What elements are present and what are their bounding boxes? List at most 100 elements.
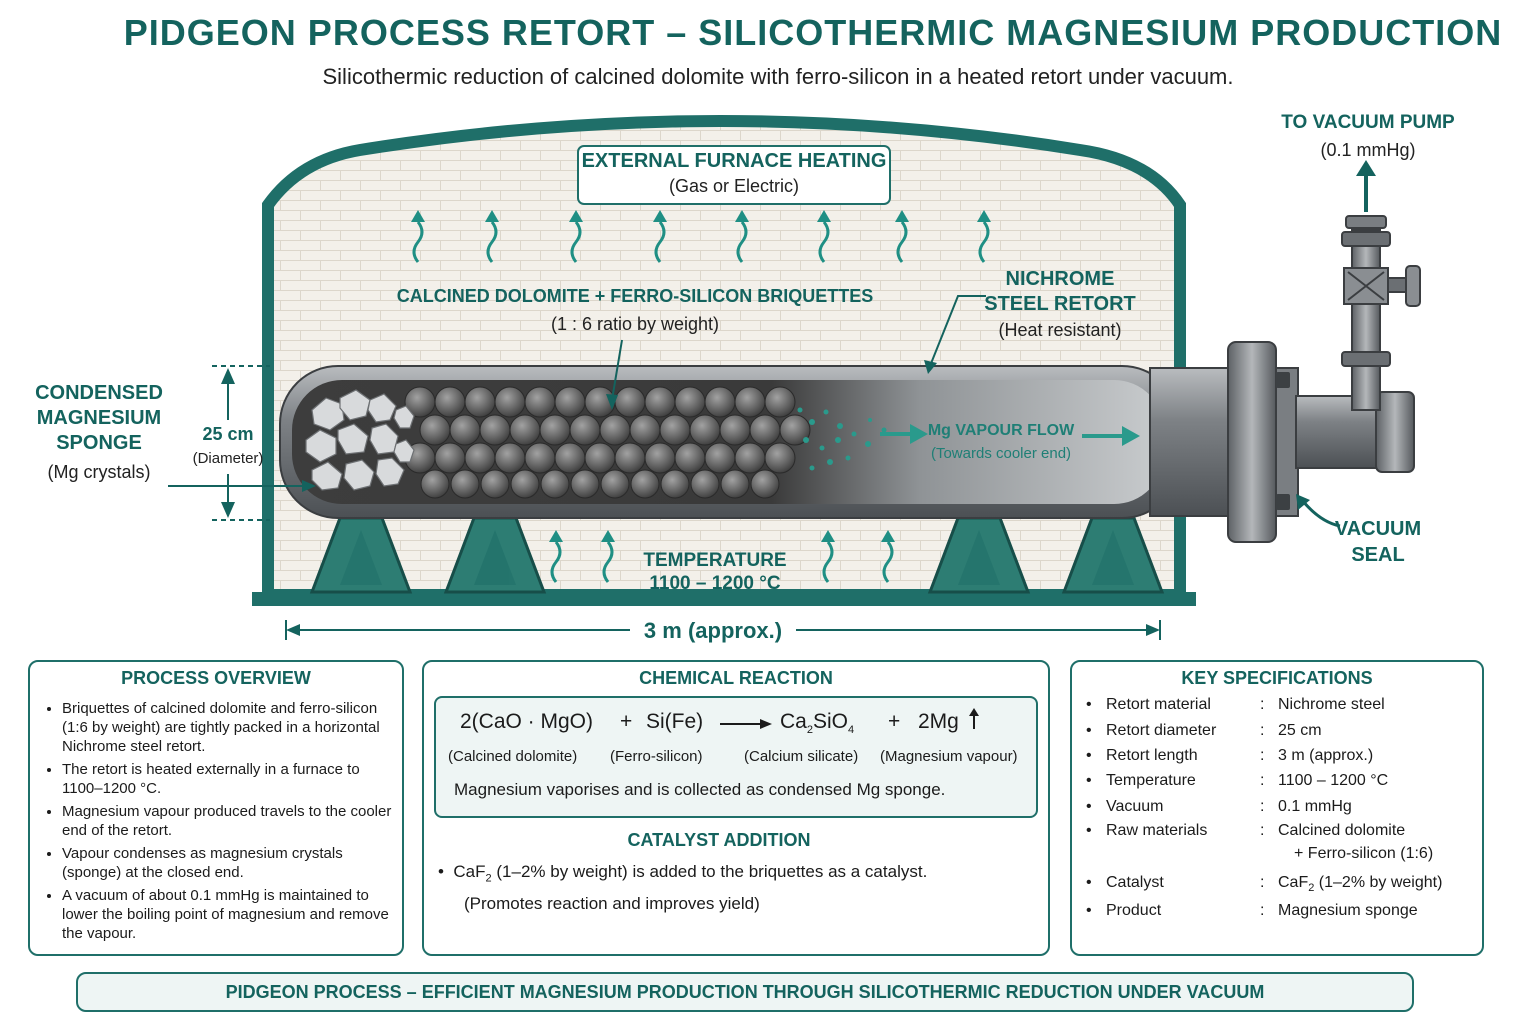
footer-text: PIDGEON PROCESS – EFFICIENT MAGNESIUM PR… <box>225 982 1265 1002</box>
overview-item: The retort is heated externally in a fur… <box>62 760 392 798</box>
seal-label-line2: SEAL <box>1351 544 1405 566</box>
spec-bullet: • <box>1086 874 1092 891</box>
reactant-1: 2(CaO · MgO) <box>460 710 594 733</box>
spec-colon: : <box>1260 772 1265 789</box>
spec-bullet: • <box>1086 696 1092 713</box>
label-calcium-silicate: (Calcium silicate) <box>744 748 859 765</box>
catalyst-note: (Promotes reaction and improves yield) <box>464 894 760 913</box>
overview-item: Vapour condenses as magnesium crystals (… <box>62 844 392 882</box>
spec-value: Calcined dolomite <box>1278 822 1406 839</box>
product-2: 2Mg <box>918 710 959 733</box>
retort-leader <box>929 295 986 367</box>
footer-banner: PIDGEON PROCESS – EFFICIENT MAGNESIUM PR… <box>76 972 1414 1012</box>
heat-arrows-top <box>412 221 990 263</box>
key-specs-panel: KEY SPECIFICATIONS • Retort material: Nich… <box>1070 660 1484 956</box>
diameter-value: 25 cm <box>202 424 254 444</box>
sponge-label-line1: CONDENSED <box>35 382 163 404</box>
spec-value: 1100 – 1200 °C <box>1278 772 1389 789</box>
spec-colon: : <box>1260 822 1265 839</box>
chemical-reaction-heading: CHEMICAL REACTION <box>639 668 833 688</box>
temperature-value: 1100 – 1200 °C <box>649 573 781 594</box>
retort-diagram <box>168 115 1421 640</box>
vertical-pipe <box>1351 229 1381 411</box>
retort-label-line2: STEEL RETORT <box>984 293 1136 315</box>
retort-label-line1: NICHROME <box>1005 268 1115 290</box>
overview-item: Briquettes of calcined dolomite and ferr… <box>62 699 392 756</box>
spec-key: Vacuum <box>1106 798 1164 815</box>
vapour-particles <box>797 407 887 471</box>
catalyst-heading: CATALYST ADDITION <box>627 830 811 850</box>
furnace-label-box <box>577 145 891 205</box>
process-overview-list: Briquettes of calcined dolomite and ferr… <box>30 699 402 943</box>
spec-value: Nichrome steel <box>1278 696 1385 713</box>
page-subtitle: Silicothermic reduction of calcined dolo… <box>322 64 1234 89</box>
gas-up-arrow <box>969 708 979 729</box>
mg-crystals <box>305 389 415 491</box>
briquettes-sublabel: (1 : 6 ratio by weight) <box>550 314 720 334</box>
spec-colon: : <box>1260 747 1265 764</box>
spec-bullet: • <box>1086 772 1092 789</box>
furnace-sublabel: (Gas or Electric) <box>668 176 800 196</box>
label-magnesium-vapour: (Magnesium vapour) <box>880 748 1018 765</box>
heat-arrowheads-bottom <box>549 530 895 542</box>
chemical-reaction-panel: CHEMICAL REACTION 2(CaO · MgO) + Si(Fe) … <box>422 660 1050 956</box>
process-overview-heading: PROCESS OVERVIEW <box>121 668 311 688</box>
sponge-label-line3: SPONGE <box>56 432 142 454</box>
heat-arrows-bottom <box>550 541 894 583</box>
sponge-label-line2: MAGNESIUM <box>36 407 162 429</box>
spec-key: Product <box>1106 902 1162 919</box>
spec-value: Magnesium sponge <box>1278 902 1418 919</box>
spec-bullet: • <box>1086 902 1092 919</box>
spec-key: Retort material <box>1106 696 1211 713</box>
length-label: 3 m (approx.) <box>643 618 783 643</box>
spec-value: 25 cm <box>1278 722 1322 739</box>
briquettes-leader <box>611 339 623 401</box>
spec-bullet: • <box>1086 722 1092 739</box>
temperature-label: TEMPERATURE <box>643 550 787 571</box>
valve <box>1343 265 1421 307</box>
briquettes-label: CALCINED DOLOMITE + FERRO-SILICON BRIQUE… <box>396 286 874 306</box>
spec-key: Temperature <box>1106 772 1196 789</box>
overview-item: A vacuum of about 0.1 mmHg is maintained… <box>62 886 392 943</box>
vapour-flow-label: Mg VAPOUR FLOW <box>927 422 1075 439</box>
seal-label-line1: VACUUM <box>1334 518 1422 540</box>
flange <box>1227 341 1277 543</box>
spec-value: 3 m (approx.) <box>1278 747 1374 764</box>
key-specs-heading: KEY SPECIFICATIONS <box>1181 668 1373 688</box>
spec-key: Raw materials <box>1106 822 1208 839</box>
vacuum-pump-label: TO VACUUM PUMP <box>1281 112 1455 133</box>
spec-colon: : <box>1260 722 1265 739</box>
label-ferro-silicon: (Ferro-silicon) <box>610 748 703 765</box>
retort-end-cap <box>1149 367 1231 517</box>
spec-colon: : <box>1260 696 1265 713</box>
furnace-label: EXTERNAL FURNACE HEATING <box>581 150 887 172</box>
spec-colon: : <box>1260 798 1265 815</box>
overview-item: Magnesium vapour produced travels to the… <box>62 802 392 840</box>
reactant-2: Si(Fe) <box>646 710 704 733</box>
spec-value-line2: + Ferro-silicon (1:6) <box>1294 845 1434 862</box>
briquettes <box>404 386 811 499</box>
spec-value: 0.1 mmHg <box>1278 798 1352 815</box>
spec-value: CaF2 (1–2% by weight) <box>1278 874 1443 895</box>
reaction-arrow <box>720 719 772 729</box>
spec-colon: : <box>1260 874 1265 891</box>
spec-bullet: • <box>1086 822 1092 839</box>
reaction-note: Magnesium vaporises and is collected as … <box>454 780 946 799</box>
sponge-sublabel: (Mg crystals) <box>47 462 151 482</box>
diameter-sublabel: (Diameter) <box>192 450 264 467</box>
plus-sign-2: + <box>888 710 901 733</box>
heat-arrowheads-top <box>411 210 991 222</box>
vacuum-pump-sublabel: (0.1 mmHg) <box>1320 140 1416 160</box>
process-overview-panel: PROCESS OVERVIEW Briquettes of calcined … <box>28 660 404 956</box>
page-title: PIDGEON PROCESS RETORT – SILICOTHERMIC M… <box>123 12 1503 53</box>
reaction-box: 2(CaO · MgO) + Si(Fe) Ca2SiO4 + 2Mg (Cal… <box>434 696 1038 818</box>
spec-key: Retort diameter <box>1106 722 1217 739</box>
plus-sign-1: + <box>620 710 633 733</box>
product-1: Ca2SiO4 <box>780 710 855 737</box>
label-calcined-dolomite: (Calcined dolomite) <box>448 748 578 765</box>
spec-colon: : <box>1260 902 1265 919</box>
vapour-flow-sublabel: (Towards cooler end) <box>930 445 1072 462</box>
spec-bullet: • <box>1086 798 1092 815</box>
furnace-base <box>252 592 1196 606</box>
spec-key: Retort length <box>1106 747 1198 764</box>
